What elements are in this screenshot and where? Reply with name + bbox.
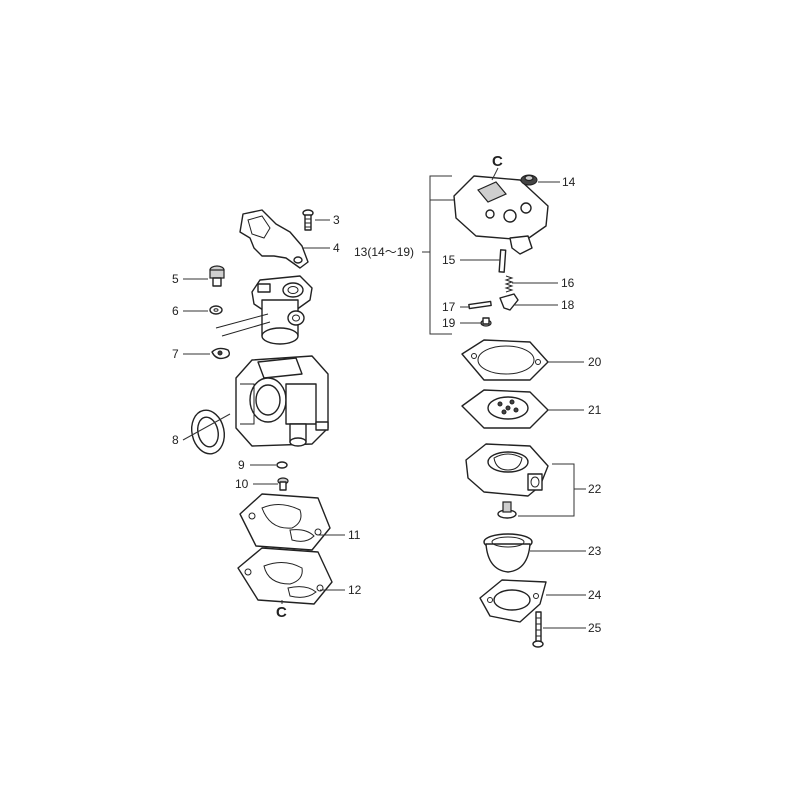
part-20-gasket [461, 339, 549, 381]
label-part-12: 12 [348, 583, 362, 597]
label-part-19: 19 [442, 316, 456, 330]
part-19-screw [480, 317, 492, 327]
label-part-5: 5 [172, 272, 179, 286]
label-part-6: 6 [172, 304, 179, 318]
part-15-needle [498, 249, 507, 273]
label-part-13: 13(14～19) [354, 245, 414, 259]
label-part-24: 24 [588, 588, 602, 602]
carburetor-body [235, 355, 329, 447]
part-3-screw [302, 209, 314, 231]
part-6-washer [209, 305, 223, 315]
label-part-11: 11 [348, 528, 361, 542]
part-7-clip [211, 347, 231, 360]
part-18-lever [499, 293, 519, 311]
part-22-bracket-line [518, 463, 575, 517]
label-part-20: 20 [588, 355, 602, 369]
part-16-spring [504, 275, 514, 293]
label-part-3: 3 [333, 213, 340, 227]
label-part-8: 8 [172, 433, 179, 447]
part-21-diaphragm [461, 389, 549, 429]
part-13-bracket-line [429, 175, 452, 335]
throttle-valve-assembly [215, 275, 313, 345]
label-part-10: 10 [235, 477, 249, 491]
label-part-23: 23 [588, 544, 602, 558]
part-17-pin [468, 300, 492, 310]
label-part-4: 4 [333, 241, 340, 255]
part-4-bracket [239, 209, 309, 269]
part-14-nut [520, 174, 538, 186]
part-22-pump-body [465, 443, 549, 497]
part-22-valve [497, 501, 517, 519]
part-10-screw [277, 477, 289, 491]
label-part-22: 22 [588, 482, 602, 496]
part-8-seal-ring [190, 409, 226, 455]
label-part-7: 7 [172, 347, 179, 361]
label-part-16: 16 [561, 276, 575, 290]
part-13-cover [453, 175, 549, 255]
leader-lines [182, 167, 586, 629]
label-part-17: 17 [442, 300, 456, 314]
part-5-plug [209, 265, 225, 287]
label-part-9: 9 [238, 458, 245, 472]
part-11-gasket [239, 493, 331, 551]
label-part-25: 25 [588, 621, 602, 635]
label-part-21: 21 [588, 403, 602, 417]
part-24-cover-plate [479, 579, 547, 623]
label-part-18: 18 [561, 298, 575, 312]
label-part-15: 15 [442, 253, 456, 267]
part-12-diaphragm [237, 547, 333, 605]
part-9-o-ring [276, 461, 288, 469]
label-c-bottom: C [276, 604, 287, 621]
part-23-primer-bulb [483, 533, 533, 573]
part-25-screw [532, 611, 544, 648]
label-part-14: 14 [562, 175, 576, 189]
label-c-top: C [492, 153, 503, 170]
